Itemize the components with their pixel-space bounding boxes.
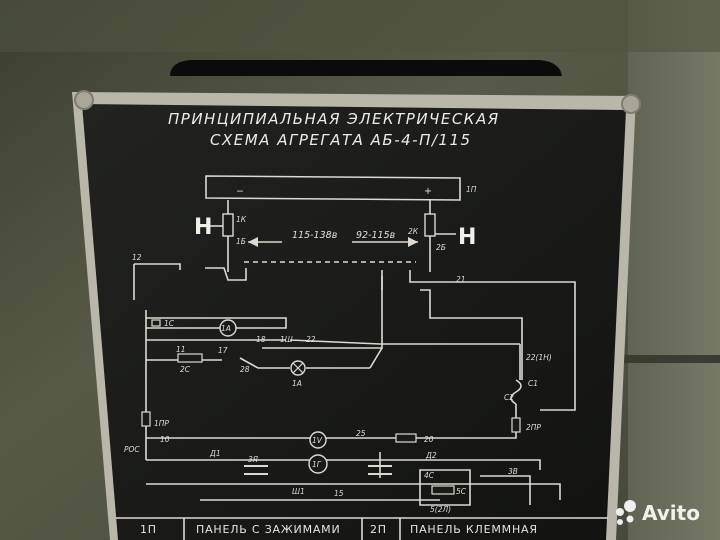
avito-watermark: Avito: [616, 500, 700, 525]
left-contactor: Н 1К 1Б: [194, 200, 247, 272]
meter-voltmeter-label: 1V: [312, 436, 323, 445]
label-20: 20: [424, 435, 434, 444]
label-bottom-terminal: 5(2Л): [430, 505, 451, 514]
label-ros: РОС: [124, 445, 140, 454]
capacitor-3e: 3Я: [244, 455, 268, 475]
housing-top-band: [0, 0, 720, 52]
plus-sign: +: [424, 186, 432, 197]
label-d1: Д1: [209, 449, 221, 458]
vent-slot: [170, 60, 562, 76]
plate-title-line2: СХЕМА АГРЕГАТА АБ-4-П/115: [210, 131, 472, 149]
table-col-panel-clamp: ПАНЕЛЬ КЛЕММНАЯ: [410, 523, 538, 536]
table-col-1p: 1П: [140, 523, 157, 536]
label-2k: 2К: [408, 227, 419, 236]
rivet-top-left: [74, 90, 94, 110]
left-handle-letter: Н: [194, 215, 212, 240]
fuse-2pr: 2ПР: [511, 417, 541, 433]
label-11: 11: [176, 345, 186, 354]
label-15: 15: [334, 489, 344, 498]
meter-generator-label: 1Г: [312, 460, 322, 469]
legend-table: 1П ПАНЕЛЬ С ЗАЖИМАМИ 2П ПАНЕЛЬ КЛЕММНАЯ: [116, 517, 608, 540]
voltage-range: 115-138в 92-115в: [248, 230, 418, 247]
label-17: 17: [218, 346, 228, 355]
label-4c: 4С: [424, 471, 435, 480]
label-25: 25: [356, 429, 366, 438]
label-28: 28: [240, 365, 250, 374]
label-1pr: 1ПР: [154, 419, 169, 428]
label-21: 21: [456, 275, 466, 284]
label-d2: Д2: [425, 451, 437, 460]
data-plate: [82, 104, 626, 540]
generator-1g: 1Г: [308, 454, 328, 474]
label-5c: 5С: [456, 487, 467, 496]
fuse-1pr: 1ПР: [141, 411, 169, 428]
label-2pr: 2ПР: [526, 423, 541, 432]
lamp-1a: 1А: [290, 360, 306, 388]
label-1b: 1Б: [236, 237, 246, 246]
voltmeter-1v: 1V: [309, 431, 327, 449]
plate-title-line1: ПРИНЦИПИАЛЬНАЯ ЭЛЕКТРИЧЕСКАЯ: [168, 110, 500, 128]
range-right: 92-115в: [356, 230, 396, 241]
housing-right-panel: [628, 0, 720, 540]
terminal-1p: 1П: [466, 185, 477, 194]
label-10: 10: [160, 435, 170, 444]
label-sh1: Ш1: [292, 487, 305, 496]
main-wiring: [133, 263, 576, 506]
label-18: 18: [256, 335, 266, 344]
label-1k: 1К: [236, 215, 247, 224]
label-3v: 3В: [508, 467, 518, 476]
label-2c: 2С: [180, 365, 191, 374]
label-22-1n: 22(1Н): [526, 353, 552, 362]
housing-right-seam: [620, 355, 720, 363]
ammeter-1a: 1А: [219, 319, 237, 337]
label-22: 22: [306, 335, 316, 344]
range-left: 115-138в: [292, 230, 338, 241]
label-c2: С2: [504, 393, 514, 402]
resistor-2c: 2С: [177, 353, 203, 374]
label-2b: 2Б: [436, 243, 446, 252]
resistor-5c: [431, 485, 455, 495]
rivet-top-right: [621, 94, 641, 114]
resistor-top: [395, 433, 417, 443]
minus-sign: −: [236, 186, 244, 197]
label-1a: 1А: [292, 379, 302, 388]
component-1c: 1С: [151, 319, 175, 328]
table-col-panel-terminals: ПАНЕЛЬ С ЗАЖИМАМИ: [196, 523, 341, 536]
battery-bus: − + 1П: [205, 175, 477, 201]
meter-ammeter-label: 1А: [221, 324, 231, 333]
label-1sh: 1Ш: [280, 335, 293, 344]
label-3e: 3Я: [248, 455, 258, 464]
watermark-brand: Avito: [642, 501, 700, 525]
right-handle-letter: Н: [458, 225, 476, 250]
label-1c: 1С: [164, 319, 175, 328]
label-12: 12: [132, 253, 142, 262]
right-contactor: Н 2К 2Б: [408, 200, 476, 272]
label-c1: С1: [528, 379, 538, 388]
table-col-2p: 2П: [370, 523, 387, 536]
capacitor-right: [368, 465, 392, 475]
